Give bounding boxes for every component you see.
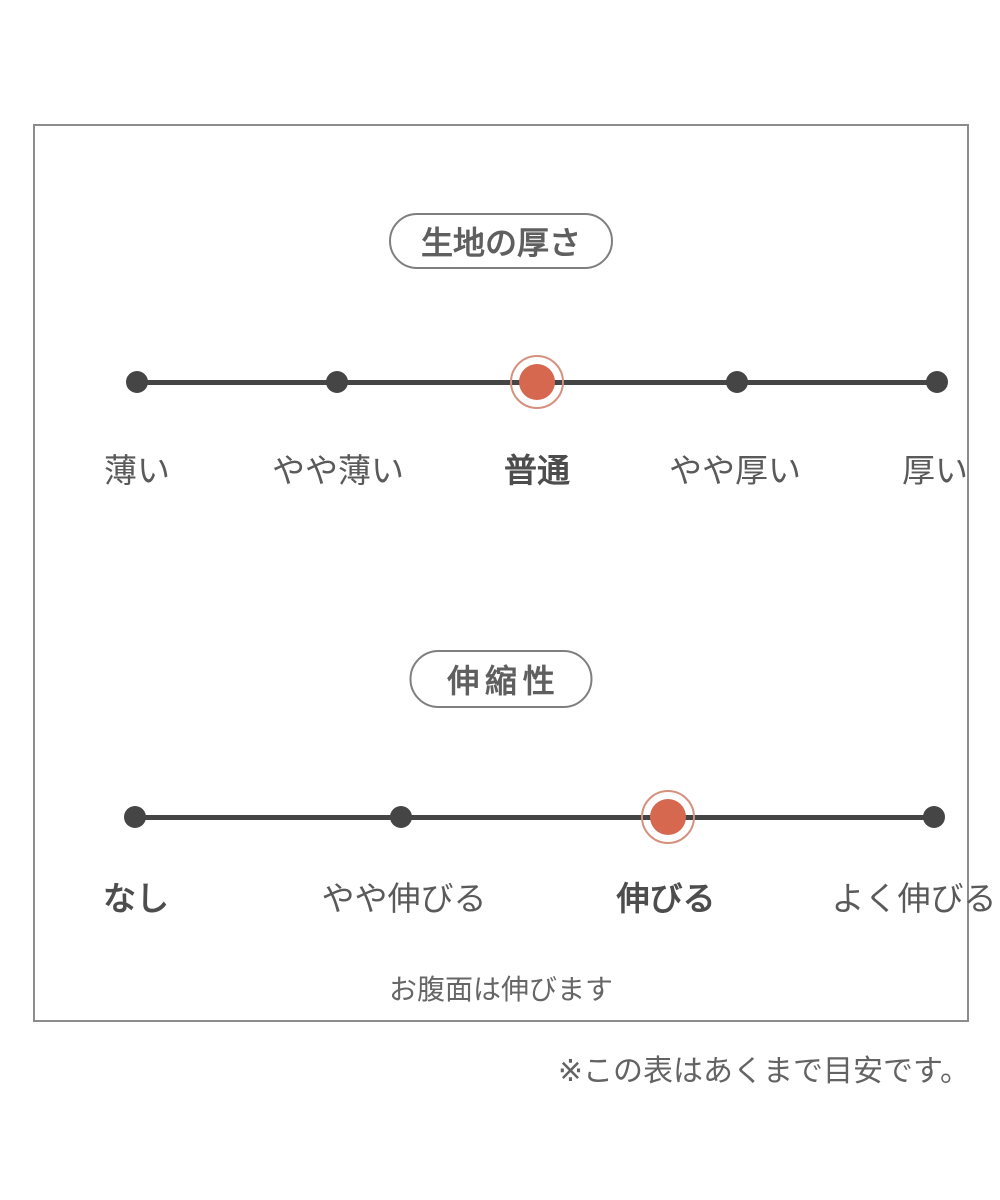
thickness-dot-slightly-thin <box>326 371 348 393</box>
selected-marker-ring <box>641 790 695 844</box>
elasticity-dot-very <box>923 806 945 828</box>
elasticity-label-very: よく伸びる <box>831 880 997 917</box>
elasticity-section-title: 伸縮性 <box>409 650 593 708</box>
elasticity-label-stretch-selected: 伸びる <box>616 880 716 917</box>
disclaimer-footnote: ※この表はあくまで目安です。 <box>557 1055 970 1088</box>
elasticity-dot-none <box>124 806 146 828</box>
spec-chart-frame: 生地の厚さ 薄い やや薄い 普通 やや厚い 厚い 伸縮性 なし やや伸びる 伸び… <box>33 124 997 1022</box>
elasticity-scale-line <box>135 815 934 820</box>
thickness-label-normal-selected: 普通 <box>504 452 570 489</box>
thickness-dot-normal-selected <box>510 355 564 409</box>
thickness-dot-thin <box>126 371 148 393</box>
elasticity-dot-somewhat <box>390 806 412 828</box>
elasticity-label-somewhat: やや伸びる <box>321 880 487 917</box>
thickness-dot-thick <box>926 371 948 393</box>
thickness-label-thick: 厚い <box>902 452 968 489</box>
thickness-section-title: 生地の厚さ <box>388 213 614 269</box>
selected-marker-ring <box>510 355 564 409</box>
thickness-label-slightly-thin: やや薄い <box>272 452 404 489</box>
elasticity-dot-stretch-selected <box>641 790 695 844</box>
thickness-label-slightly-thick: やや厚い <box>669 452 801 489</box>
thickness-dot-slightly-thick <box>726 371 748 393</box>
thickness-label-thin: 薄い <box>104 452 170 489</box>
elasticity-label-none: なし <box>103 880 169 917</box>
elasticity-note: お腹面は伸びます <box>388 974 614 1005</box>
